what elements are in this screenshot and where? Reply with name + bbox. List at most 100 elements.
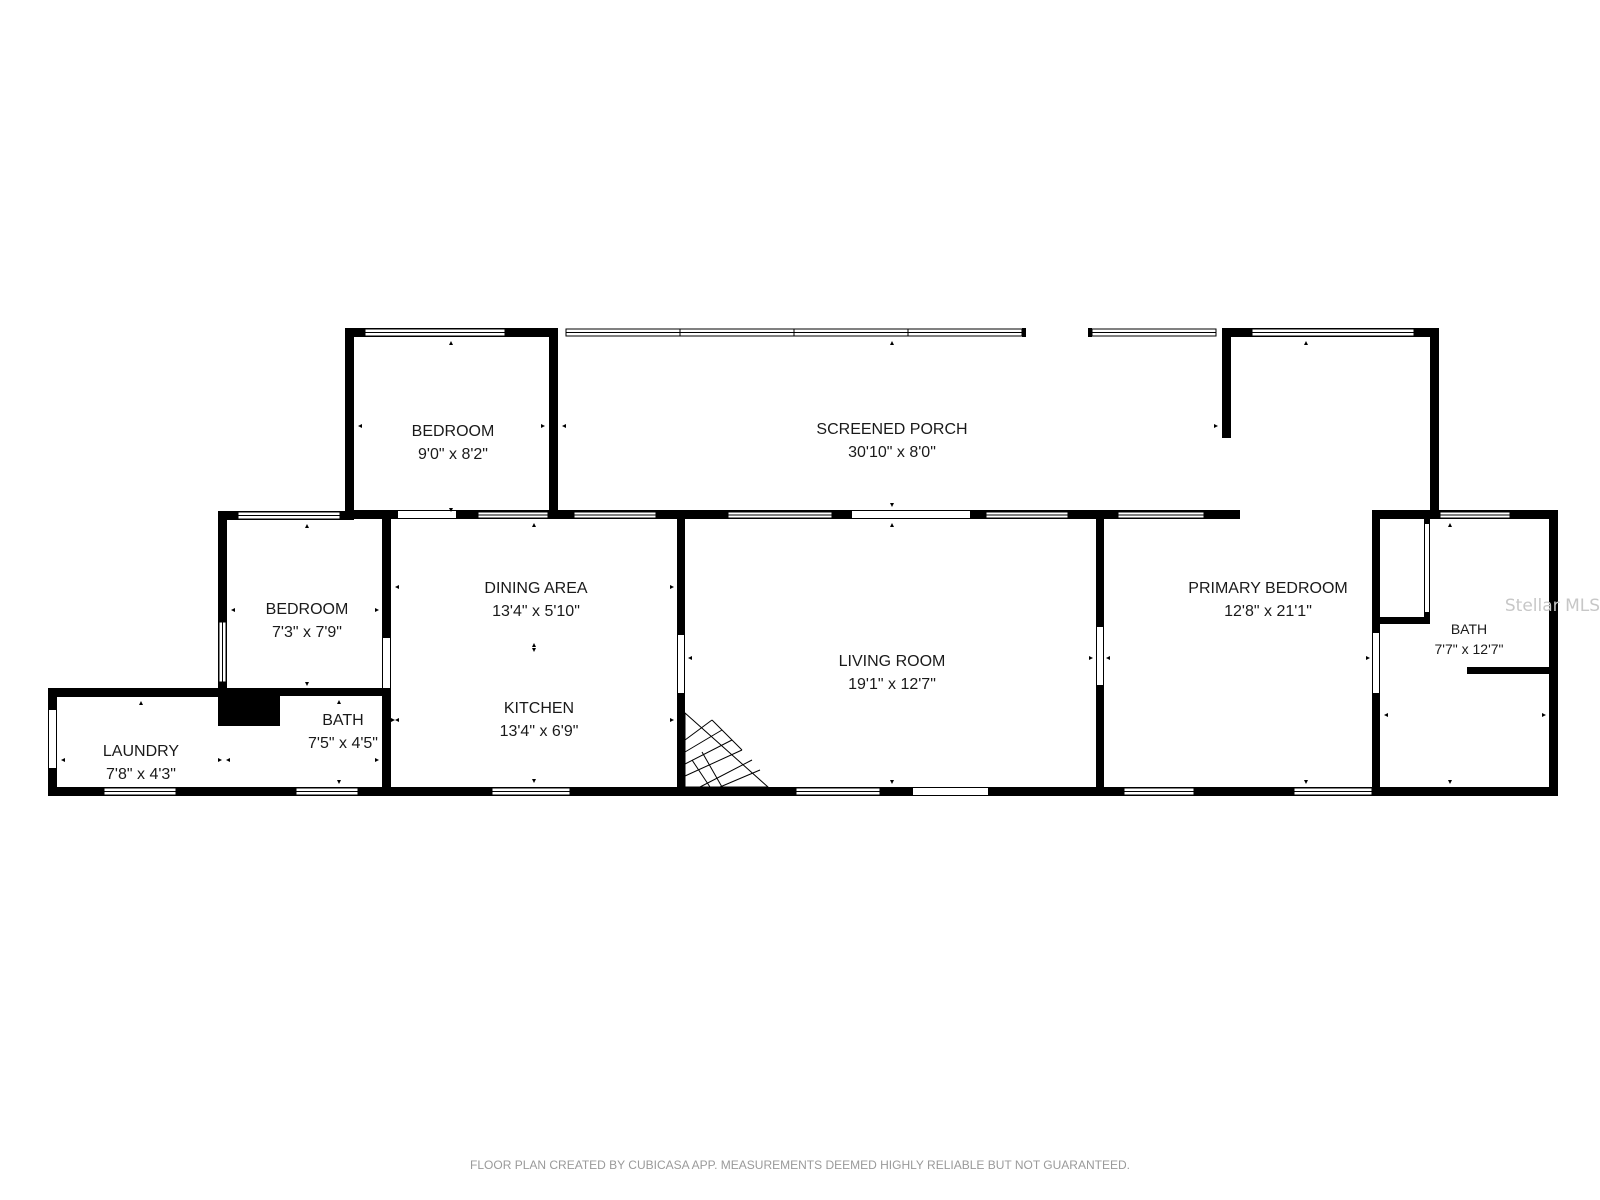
dimension-arrow [1089, 656, 1093, 660]
room-dimensions: 19'1" x 12'7" [848, 676, 936, 693]
window [1251, 328, 1415, 337]
window [103, 787, 177, 796]
window [795, 787, 881, 796]
footer-disclaimer: FLOOR PLAN CREATED BY CUBICASA APP. MEAS… [470, 1158, 1130, 1172]
dimension-arrow [890, 780, 894, 784]
dimension-arrow [61, 758, 65, 762]
wall [1222, 328, 1231, 438]
dimension-arrow [890, 503, 894, 507]
dimension-arrow [391, 718, 395, 722]
room-dimensions: 13'4" x 6'9" [500, 723, 579, 740]
doorway [1373, 633, 1379, 693]
room-name: BEDROOM [412, 423, 495, 440]
openings [49, 438, 1429, 795]
window [907, 328, 1023, 337]
stellar-mls-watermark: Stellar MLS [1505, 596, 1600, 616]
dimension-arrow [890, 341, 894, 345]
room-name: LAUNDRY [103, 743, 180, 760]
window [237, 511, 341, 520]
dimension-arrow [337, 780, 341, 784]
window [1293, 787, 1373, 796]
room-name: PRIMARY BEDROOM [1188, 580, 1347, 597]
room-name: BATH [322, 712, 363, 729]
room-dimensions: 30'10" x 8'0" [848, 444, 936, 461]
doorway [1223, 438, 1230, 504]
window [477, 511, 549, 519]
window [573, 511, 657, 519]
dimension-arrow [395, 718, 399, 722]
dimension-arrow [1448, 780, 1452, 784]
dimension-arrow [1366, 656, 1370, 660]
room-dimensions: 13'4" x 5'10" [492, 603, 580, 620]
room-labels: BEDROOM 9'0" x 8'2" SCREENED PORCH 30'10… [103, 421, 1504, 783]
wall [345, 328, 354, 516]
window [727, 511, 833, 519]
window [1439, 511, 1511, 519]
wall [218, 688, 391, 696]
dimension-arrow [562, 424, 566, 428]
doorway [1097, 627, 1103, 685]
window [491, 787, 571, 796]
dimension-arrow [226, 758, 230, 762]
wall [1088, 328, 1092, 337]
dimension-arrow [1542, 713, 1546, 717]
dimension-arrow [139, 701, 143, 705]
window [985, 511, 1069, 519]
dimension-arrow [541, 424, 545, 428]
dimension-arrow [1214, 424, 1218, 428]
wall [549, 328, 558, 516]
dimension-arrow [375, 608, 379, 612]
doorway [852, 511, 970, 518]
window [1123, 787, 1195, 796]
wall [1549, 510, 1558, 796]
room-name: SCREENED PORCH [816, 421, 967, 438]
wall-chase [222, 690, 280, 726]
dimension-arrow [1448, 523, 1452, 527]
window [1091, 328, 1217, 337]
dimension-arrow [532, 648, 536, 652]
dimension-arrow [358, 424, 362, 428]
doorway [1425, 524, 1429, 612]
dimension-arrow [375, 758, 379, 762]
dimension-arrow [395, 585, 399, 589]
room-name: LIVING ROOM [839, 653, 946, 670]
dimension-arrow [337, 700, 341, 704]
window [218, 621, 227, 683]
dimension-arrow [670, 585, 674, 589]
dimension-arrow [1384, 713, 1388, 717]
doorway [383, 638, 390, 688]
wall [1372, 617, 1430, 624]
dimension-arrow [532, 643, 536, 647]
dimension-arrow [532, 779, 536, 783]
doorway [398, 511, 456, 518]
doorway [49, 710, 56, 768]
wall [1022, 328, 1026, 337]
room-dimensions: 7'5" x 4'5" [308, 735, 378, 752]
window [364, 328, 506, 337]
wall [218, 511, 227, 726]
stair-hatch [684, 711, 770, 788]
window [1117, 511, 1205, 519]
room-dimensions: 7'8" x 4'3" [106, 766, 176, 783]
windows [103, 328, 1511, 796]
dimension-arrow [670, 718, 674, 722]
dimension-arrow [1106, 656, 1110, 660]
room-name: BEDROOM [266, 601, 349, 618]
wall [1467, 667, 1549, 674]
room-dimensions: 7'7" x 12'7" [1435, 641, 1504, 657]
dimension-arrow [890, 523, 894, 527]
window [679, 328, 795, 337]
window [295, 787, 359, 796]
dimension-arrow [1304, 341, 1308, 345]
dimension-arrow [449, 341, 453, 345]
window [565, 328, 681, 337]
dimension-arrow [1304, 780, 1308, 784]
dimension-arrow [449, 508, 453, 512]
dimension-arrow [305, 524, 309, 528]
wall [1430, 328, 1439, 518]
doorway [913, 788, 988, 795]
room-name: KITCHEN [504, 700, 574, 717]
dimension-arrow [532, 523, 536, 527]
doorway [678, 635, 684, 693]
